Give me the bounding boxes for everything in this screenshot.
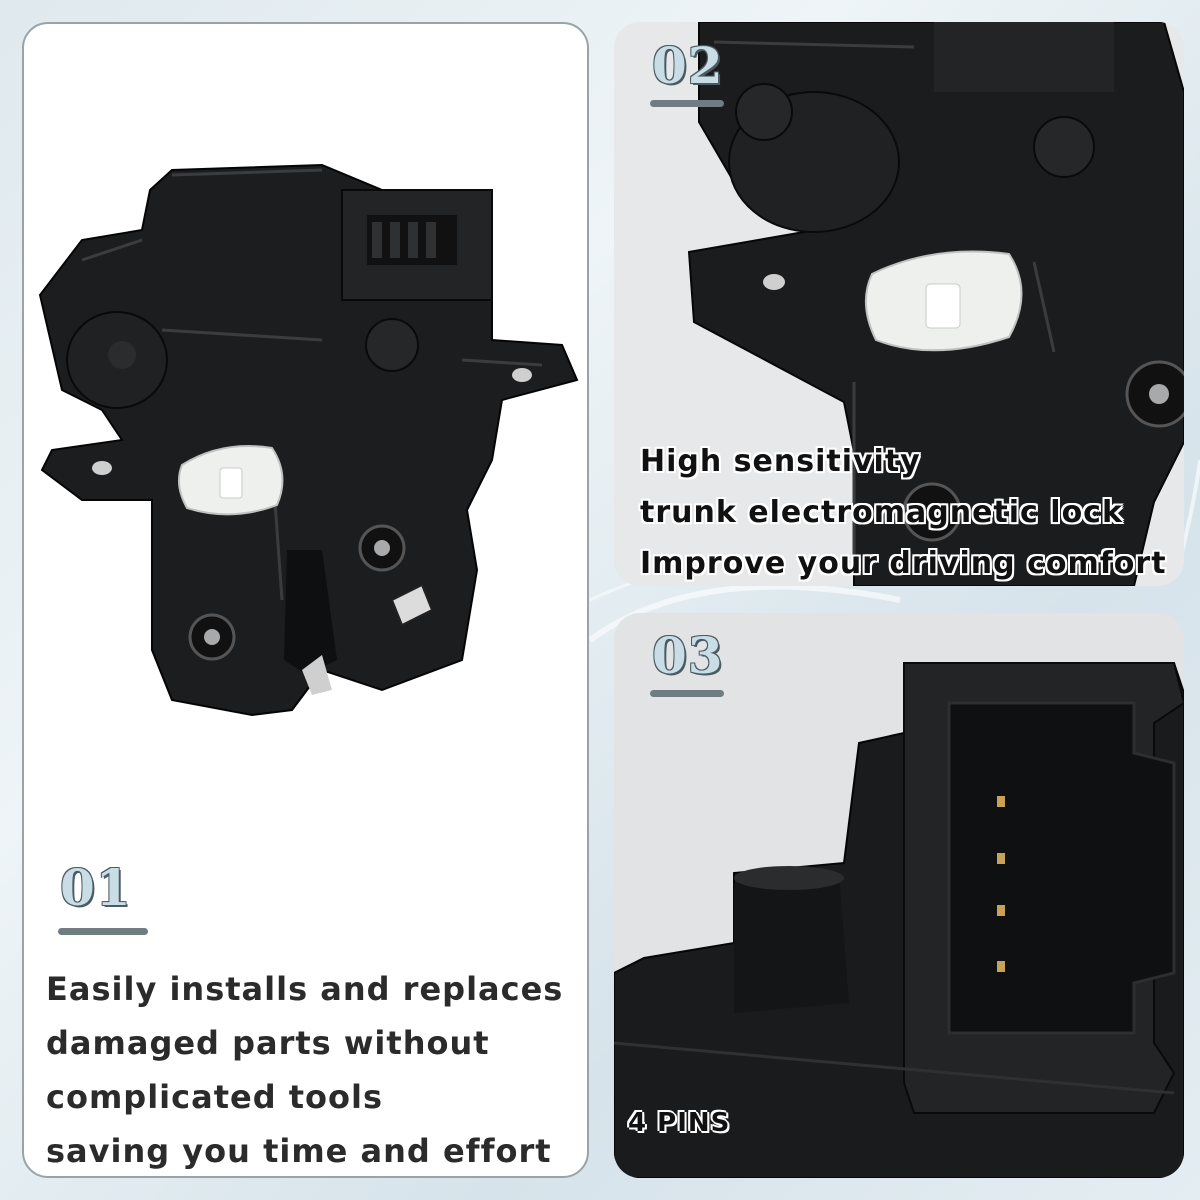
- panel1-description: Easily installs and replaces damaged par…: [46, 962, 576, 1178]
- connector-closeup-image: [614, 662, 1184, 1178]
- panel-sensitivity: [614, 22, 1184, 586]
- panel2-line: High sensitivity: [640, 444, 921, 479]
- trunk-lock-actuator-image: [38, 163, 579, 717]
- panel1-line: Easily installs and replaces: [46, 970, 564, 1008]
- panel1-line: damaged parts without: [46, 1024, 490, 1062]
- panel3-number: 03: [652, 626, 724, 685]
- lock-closeup-image: [687, 22, 1184, 586]
- panel3-underline: [650, 690, 724, 697]
- panel2-number: 02: [652, 36, 724, 95]
- pin-count-label: 4 PINS: [628, 1108, 731, 1138]
- panel2-line: trunk electromagnetic lock: [640, 495, 1123, 530]
- panel2-line: Improve your driving comfort: [640, 546, 1167, 581]
- panel1-line: saving you time and effort: [46, 1132, 552, 1170]
- panel1-number: 01: [60, 858, 132, 917]
- panel1-underline: [58, 928, 148, 935]
- panel1-line: complicated tools: [46, 1078, 384, 1116]
- panel2-underline: [650, 100, 724, 107]
- panel2-description: High sensitivity trunk electromagnetic l…: [640, 436, 1167, 589]
- panel-connector: [614, 613, 1184, 1178]
